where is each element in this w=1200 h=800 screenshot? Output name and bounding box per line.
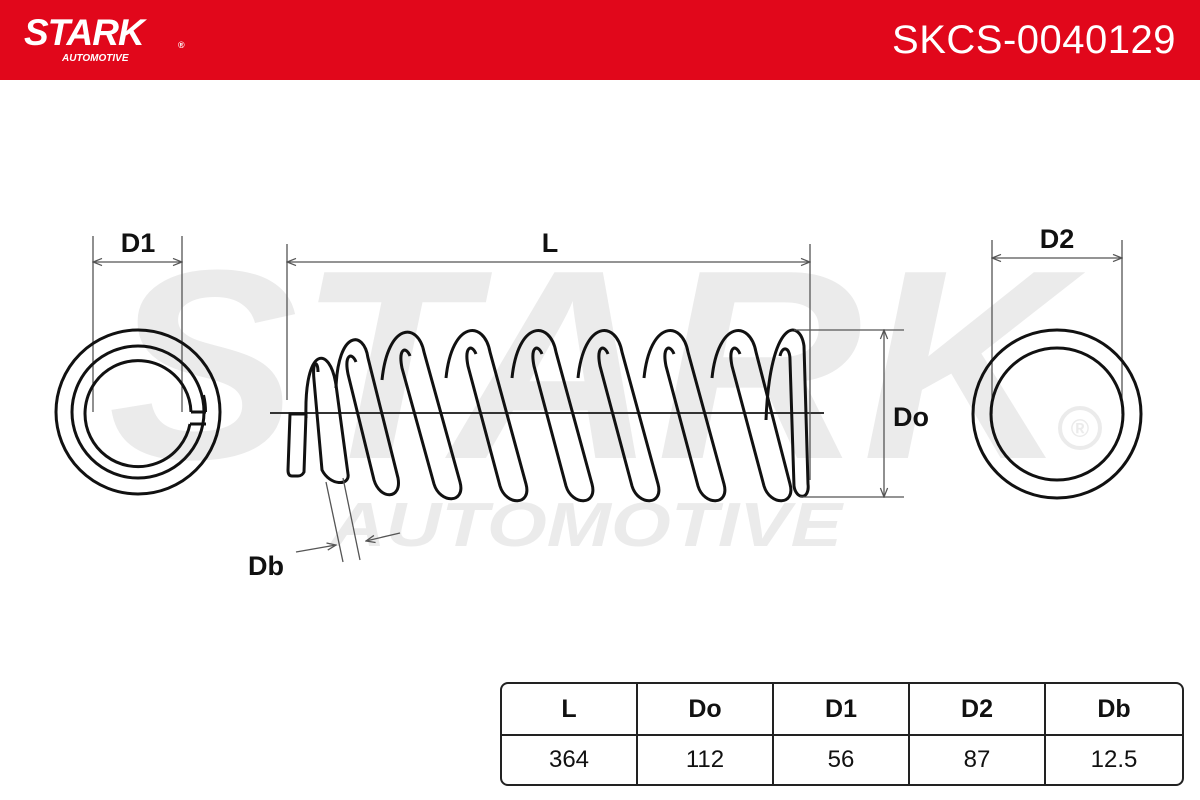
spec-header-l: L (502, 684, 638, 736)
watermark: STARK AUTOMOTIVE ® (108, 215, 1102, 560)
spec-header-do: Do (638, 684, 774, 736)
label-d1: D1 (121, 228, 156, 258)
stark-logo: STARK AUTOMOTIVE ® (24, 12, 185, 65)
logo-brand: STARK (24, 12, 145, 53)
spec-value-do: 112 (638, 736, 774, 784)
spec-value-db: 12.5 (1090, 746, 1138, 773)
product-code: SKCS-0040129 (892, 18, 1176, 62)
watermark-registered-letter: ® (1071, 415, 1090, 443)
label-db: Db (248, 551, 284, 581)
spec-value-d2: 87 (910, 736, 1046, 784)
db-arrow-right (366, 532, 401, 541)
db-arrow-left (295, 545, 336, 553)
label-d2: D2 (1040, 224, 1075, 254)
length-dimension (287, 244, 810, 480)
spec-table: L Do D1 D2 Db 364 112 56 87 12.5 (500, 682, 1184, 786)
spec-header-d2: D2 (910, 684, 1046, 736)
end-view-d1 (54, 236, 222, 496)
header-bar: STARK AUTOMOTIVE ® SKCS-0040129 (0, 0, 1200, 80)
logo-subtitle: AUTOMOTIVE (62, 53, 129, 64)
spec-value-d1: 56 (774, 736, 910, 784)
label-do: Do (893, 402, 929, 432)
registered-icon: ® (178, 40, 185, 50)
watermark-registered-icon (1058, 406, 1102, 450)
spec-header-db: Db (1046, 684, 1182, 736)
spring-side-view (270, 328, 824, 503)
outer-diameter-dimension (794, 330, 904, 497)
label-l: L (542, 228, 559, 258)
watermark-subtitle: AUTOMOTIVE (328, 491, 845, 560)
spec-header-d1: D1 (774, 684, 910, 736)
spec-value-l: 364 (502, 736, 638, 784)
wire-diameter-dimension (295, 477, 401, 563)
spec-header-row: L Do D1 D2 Db (502, 684, 1182, 736)
end-view-d2 (971, 240, 1143, 500)
spec-value-row: 364 112 56 87 12.5 (502, 736, 1182, 784)
